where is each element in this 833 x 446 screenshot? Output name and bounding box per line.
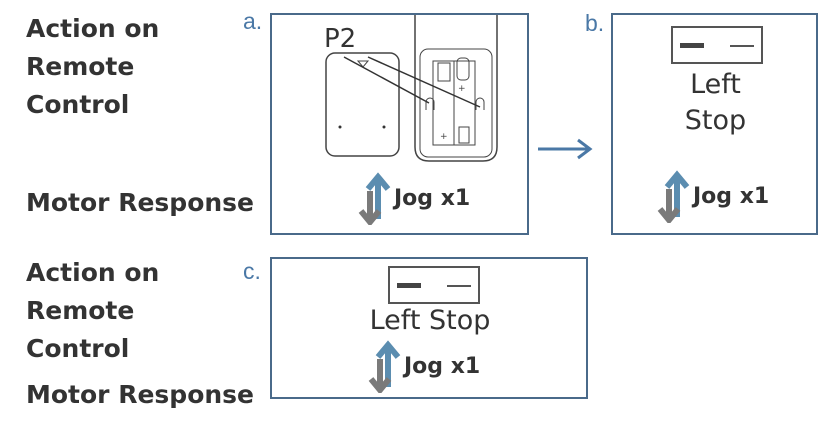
jog-label: Jog x1 (693, 183, 770, 209)
svg-text:+: + (458, 84, 466, 94)
next-step-arrow-icon (538, 138, 593, 160)
remote-battery-illustration: P2 + + (324, 15, 498, 162)
label-line: Action on (26, 258, 160, 287)
step-b-letter: b. (585, 10, 605, 36)
text-line: Left (690, 69, 741, 100)
label-line: Remote (26, 296, 135, 325)
p2-label: P2 (324, 24, 356, 54)
motor-label-2: Motor Response (26, 380, 255, 409)
action-label-1: Action on Remote Control (26, 10, 159, 124)
jog-response-c: Jog x1 (368, 339, 480, 393)
jog-label: Jog x1 (404, 353, 481, 379)
text-line: Stop (684, 105, 747, 136)
jog-response-a: Jog x1 (358, 171, 470, 225)
step-b-box: Left Stop Jog x1 (611, 13, 818, 235)
left-stop-text: Left Stop (369, 305, 491, 336)
label-line: Control (26, 334, 130, 363)
action-label-2: Action on Remote Control (26, 254, 159, 368)
svg-text:+: + (440, 132, 448, 142)
step-a-box: P2 + + Jog x1 (270, 13, 529, 235)
label-line: Remote (26, 52, 135, 81)
motor-label-1: Motor Response (26, 188, 255, 217)
step-c-letter: c. (243, 258, 261, 284)
jog-arrows-icon (358, 172, 391, 225)
jog-label: Jog x1 (394, 185, 471, 211)
remote-display-icon (388, 266, 480, 304)
jog-response-b: Jog x1 (657, 169, 769, 223)
jog-arrows-icon (657, 170, 690, 223)
label-line: Control (26, 90, 130, 119)
jog-arrows-icon (368, 340, 401, 393)
label-line: Action on (26, 14, 160, 43)
left-stop-text: Left Stop (613, 67, 818, 139)
step-c-box: Left Stop Jog x1 (270, 257, 588, 399)
remote-display-icon (671, 26, 763, 64)
step-a-letter: a. (243, 8, 263, 34)
